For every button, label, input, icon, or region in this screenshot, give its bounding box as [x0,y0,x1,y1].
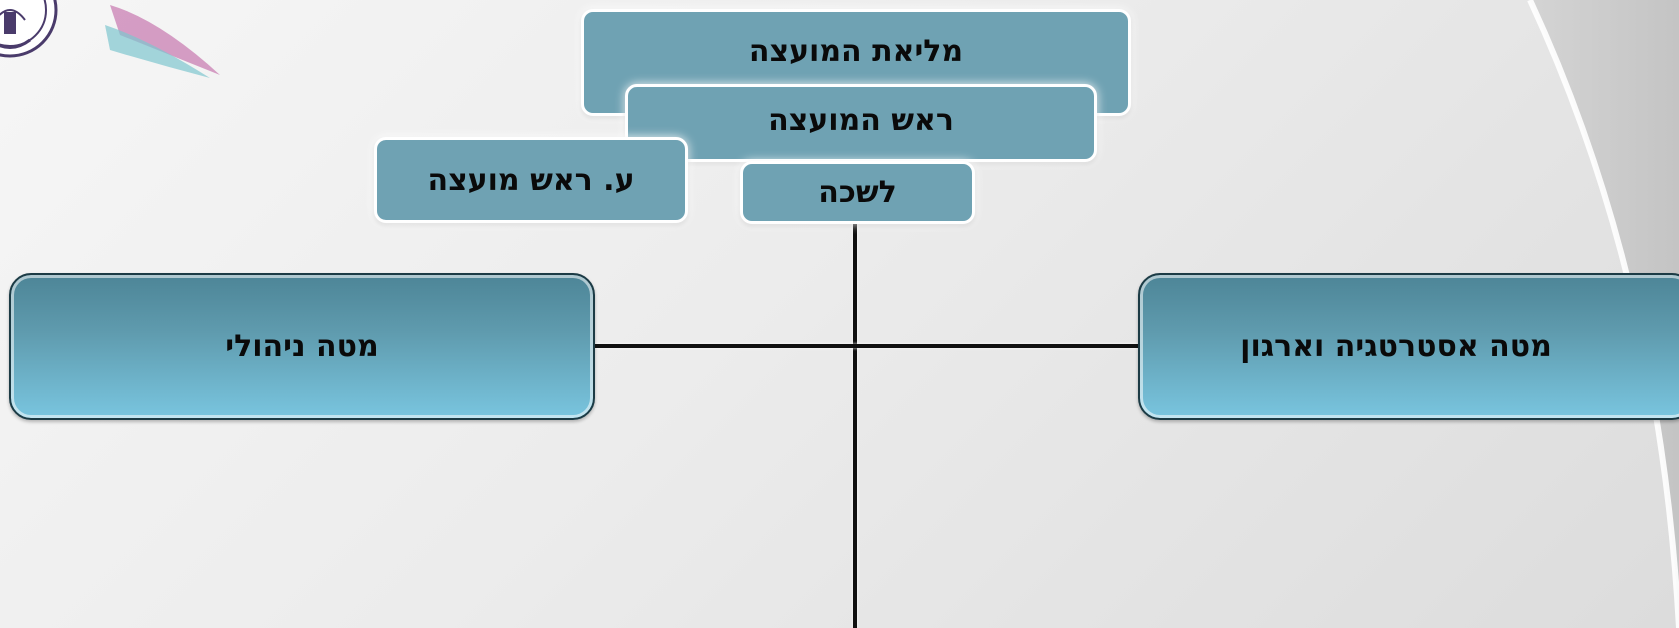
deputy-head-box: ע. ראש מועצה [374,137,688,223]
bureau-label: לשכה [818,175,897,210]
vertical-connector [853,222,857,628]
plenary-label: מליאת המועצה [748,34,964,69]
admin-staff-label: מטה ניהולי [225,329,379,364]
horizontal-connector [592,344,1140,348]
strategy-staff-label: מטה אסטרטגיה וארגון [1240,329,1552,364]
council-head-label: ראש המועצה [768,103,954,138]
brush-stroke-decoration [105,5,220,78]
deputy-head-label: ע. ראש מועצה [427,162,635,198]
strategy-staff-box: מטה אסטרטגיה וארגון [1138,273,1679,420]
bureau-box: לשכה [740,161,975,224]
emblem-icon [0,0,58,58]
council-head-box: ראש המועצה [625,84,1097,162]
admin-staff-box: מטה ניהולי [9,273,595,420]
